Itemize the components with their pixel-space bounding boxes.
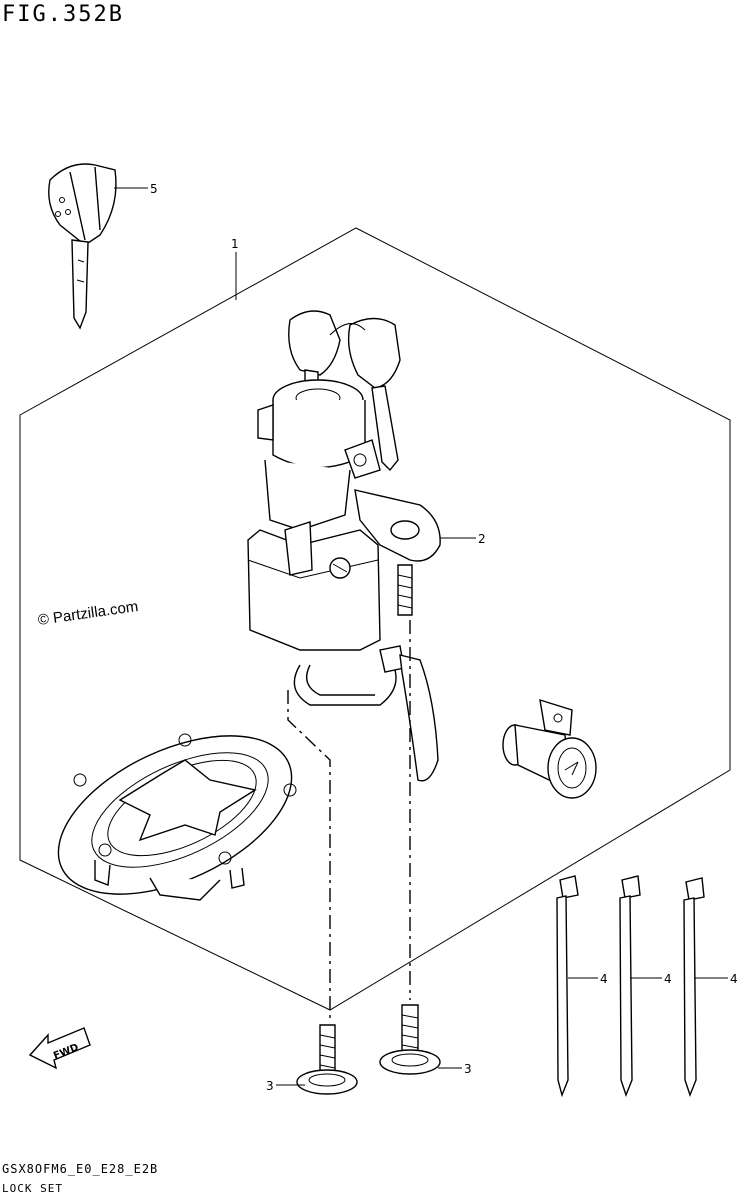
screw-right[interactable] (379, 1004, 441, 1075)
cable-tie-1[interactable] (556, 875, 579, 1098)
cable-tie-3[interactable] (683, 877, 705, 1098)
cable-tie-2[interactable] (619, 875, 641, 1098)
callout-2: 2 (478, 532, 486, 546)
fuel-cap-lock[interactable] (34, 703, 316, 926)
spare-key[interactable] (48, 163, 117, 330)
callout-3-left: 3 (266, 1079, 274, 1093)
callout-1: 1 (231, 237, 239, 251)
bolt-in-bracket (397, 564, 413, 616)
callout-4-a: 4 (600, 972, 608, 986)
callout-4-b: 4 (664, 972, 672, 986)
callout-3-right: 3 (464, 1062, 472, 1076)
ignition-switch[interactable] (247, 310, 441, 782)
alignment-line-left (287, 690, 331, 1020)
callout-4-c: 4 (730, 972, 738, 986)
leader-lines (114, 187, 728, 1086)
part-group-name: LOCK SET (2, 1182, 63, 1195)
callout-5: 5 (150, 182, 158, 196)
fig-title: FIG.352B (2, 2, 124, 27)
fwd-arrow: FWD (28, 1027, 91, 1070)
model-code: GSX8OFM6_E0_E28_E2B (2, 1162, 159, 1176)
seat-lock[interactable] (502, 698, 597, 799)
screw-left[interactable] (296, 1024, 358, 1095)
